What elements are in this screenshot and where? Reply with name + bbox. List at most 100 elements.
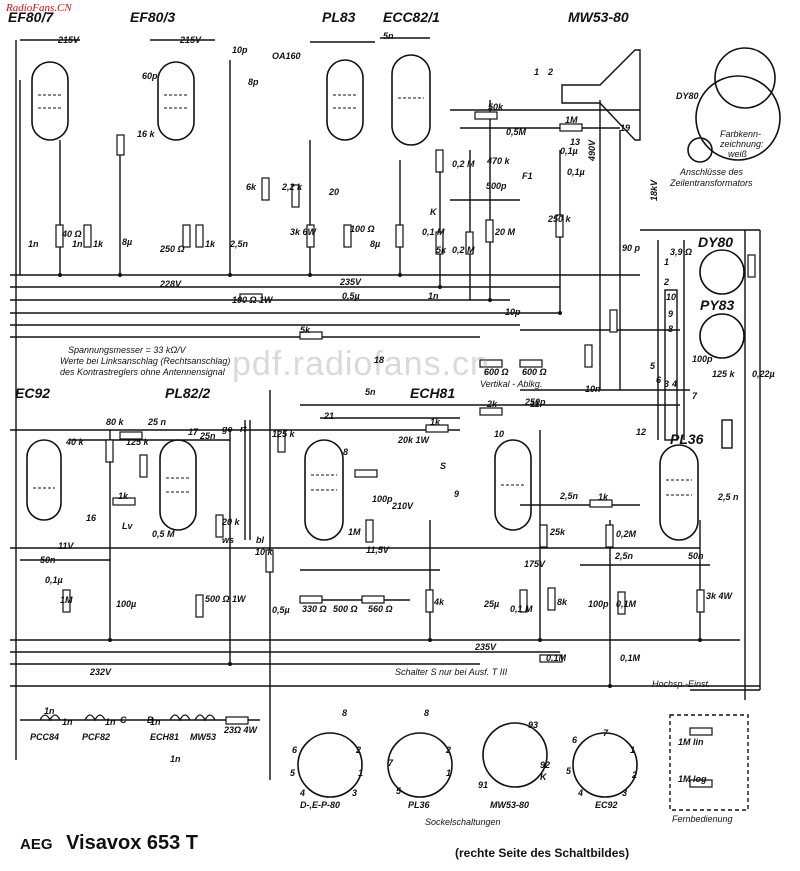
tube-label-pl82: PL82/2 [165,385,211,401]
component-label: 50n [688,551,704,561]
socket-pin: 4 [300,788,306,798]
picture-tube [561,49,641,141]
component-label: 0,1M [620,653,641,663]
flyback-rectifier [687,137,713,163]
resistor [435,231,444,255]
component-label: 100p [692,354,713,364]
model-name: Visavox 653 T [66,832,199,854]
resistor [435,149,444,173]
component-label: 5k [300,325,311,335]
resistor [609,309,618,333]
resistor [261,177,270,201]
component-label: 1n [44,706,55,716]
flyback-note-2: Zeilentransformators [670,178,753,188]
junction [438,285,442,289]
heater-letter-c: C [120,715,127,725]
component-label: 0,2M [616,529,637,539]
component-label: 3k 4W [706,591,733,601]
tube-label-ecc82: ECC82/1 [383,9,440,25]
component-label: 1n [62,717,73,727]
resistor [617,591,626,615]
component-label: 0,5 M [152,529,175,539]
component-label: 8p [248,77,259,87]
resistor [605,524,614,548]
component-label: 1k [598,492,609,502]
resistor [83,224,92,248]
component-label: 0,1M [616,599,637,609]
socket-ec92 [572,732,638,798]
component-label: 40 Ω [62,229,82,239]
component-label: 600 Ω [484,367,509,377]
resistor [299,331,323,340]
resistor [215,514,224,538]
voltage-label: 11,5V [366,545,389,555]
component-label: 470 k [487,156,510,166]
tube-label-ef80-7: EF80/7 [8,9,54,25]
socket-pin: 7 [603,728,609,738]
test-point-9: 9 [454,489,460,499]
resistor [354,469,378,478]
component-label: 1M [348,527,361,537]
color-code-note-2: zeichnung: [720,139,764,149]
component-label: 1n [150,717,161,727]
component-label: 1n [170,754,181,764]
test-point-18: 18 [374,355,385,365]
resistor [119,431,143,440]
component-label: 0,2 M [452,245,475,255]
test-point-12: 12 [636,427,647,437]
component-label: 10p [232,45,248,55]
component-label: 0,5µ [272,605,290,615]
junction [558,311,562,315]
socket-pin: 3 [622,788,628,798]
tube-label-pl36: PL36 [670,431,704,447]
resistor [239,293,263,302]
socket-pin: 91 [478,780,489,790]
component-label: 8µ [122,237,133,247]
resistor [519,359,543,368]
junction [118,273,122,277]
test-point-8: 8 [343,447,349,457]
component-label: 250 k [548,214,571,224]
component-label: 2,5n [230,239,249,249]
test-point-1: 1 [534,67,540,77]
test-point-13: 13 [570,137,581,147]
component-label: 100p [588,599,609,609]
resistor [689,779,713,788]
lv-label: Lv [122,521,133,531]
resistor [425,424,449,433]
component-label: 20 k [222,517,240,527]
tube-label-ef80-3: EF80/3 [130,9,176,25]
meter-note-2: Werte bei Linksanschlag (Rechtsanschlag) [60,356,231,366]
heater-label: PCC84 [30,732,60,742]
resistor [291,184,300,208]
resistor [365,519,374,543]
socket-pin: 4 [578,788,584,798]
socket-pin: 2 [632,770,638,780]
wire-ws-label: ws [222,535,235,545]
junction [228,662,232,666]
component-label: 330 Ω [302,604,327,614]
test-point-20: 20 [329,187,340,197]
tube-label-dy80: DY80 [698,234,734,250]
component-label: 10p [505,307,521,317]
component-label: 100p [372,494,393,504]
component-label: 0,5µ [342,291,360,301]
component-label: 0,1M [546,653,567,663]
component-label: 25µ [484,599,500,609]
heater-letter-b: B [147,715,154,725]
component-label: 1k [205,239,216,249]
socket-pin: 2 [356,745,362,755]
component-label: 250 Ω [160,244,185,254]
deflection-coil [721,419,733,449]
socket-pin: 6 [292,745,298,755]
component-label: 60p [142,71,158,81]
component-label: 90 p [622,243,641,253]
diagram-title: AEG Visavox 653 T [20,832,198,855]
color-code-note-1: Farbkenn- [720,129,762,139]
tube-label-ech81: ECH81 [410,385,456,401]
socket-label: D-,E-P-80 [300,800,341,810]
component-label: 2,5 n [718,492,739,502]
resistor [195,594,204,618]
flyback-diagram [695,75,781,161]
wire-rt-label: rt [240,424,247,434]
